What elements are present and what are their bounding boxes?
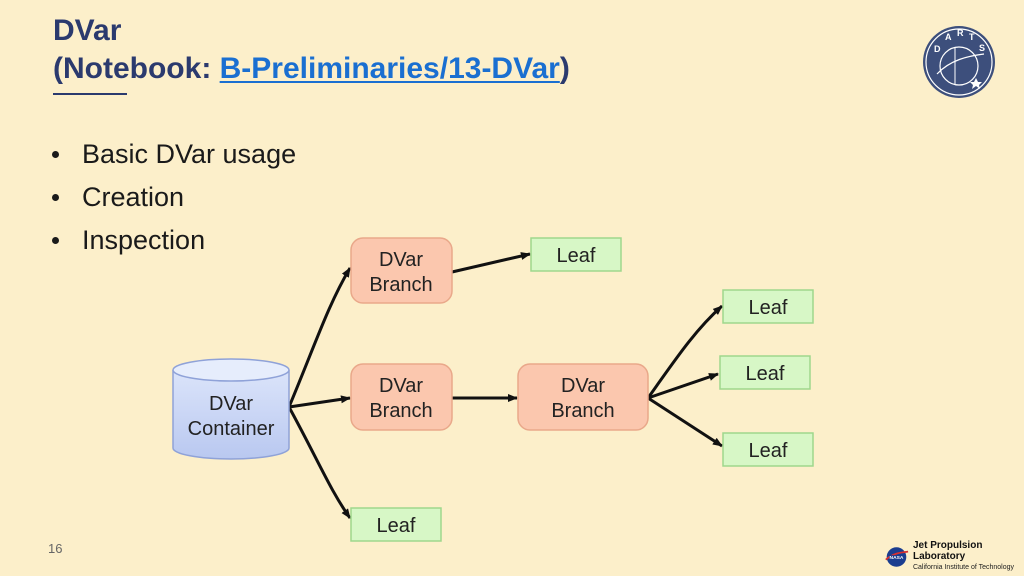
container-label-line1: DVar xyxy=(209,393,253,415)
nasa-logo-icon: NASA xyxy=(885,546,909,567)
bullet-list: Basic DVar usage Creation Inspection xyxy=(52,133,296,262)
leaf-right-1: Leaf xyxy=(722,289,814,324)
branch-label-line2: Branch xyxy=(369,274,432,296)
title-line1: DVar xyxy=(53,14,122,47)
logo-letter: D xyxy=(934,44,941,54)
dvar-branch-top: DVar Branch xyxy=(350,237,453,304)
leaf-bottom: Leaf xyxy=(350,507,442,542)
svg-text:NASA: NASA xyxy=(890,554,904,560)
arrow-branch-top-to-leaf xyxy=(451,252,531,274)
leaf-right-2: Leaf xyxy=(719,355,811,390)
branch-label-line2: Branch xyxy=(551,400,614,422)
arrow-container-to-branch-top xyxy=(287,267,352,408)
arrow-branch-to-leaf-3 xyxy=(647,396,723,448)
leaf-label: Leaf xyxy=(746,363,785,385)
leaf-label: Leaf xyxy=(377,515,416,537)
jpl-subtitle: California Institute of Technology xyxy=(912,564,1015,571)
logo-letter: T xyxy=(969,32,975,42)
bullet-item: Basic DVar usage xyxy=(52,133,296,176)
title-underline xyxy=(53,93,127,95)
bullet-dot xyxy=(52,237,59,244)
branch-label-line1: DVar xyxy=(379,375,423,397)
leaf-label: Leaf xyxy=(557,245,596,267)
leaf-right-3: Leaf xyxy=(722,432,814,467)
branch-label-line2: Branch xyxy=(369,400,432,422)
darts-logo-icon: D A R T S xyxy=(923,26,995,98)
arrows xyxy=(287,252,723,519)
leaf-label: Leaf xyxy=(749,440,788,462)
bullet-text: Creation xyxy=(82,182,185,212)
title-prefix: (Notebook: xyxy=(53,52,220,85)
arrow-container-to-leaf-bottom xyxy=(287,406,352,519)
title-suffix: ) xyxy=(559,52,570,85)
arrow-branch-to-leaf-1 xyxy=(646,304,723,399)
logo-letter: A xyxy=(945,32,952,42)
branch-label-line1: DVar xyxy=(379,249,423,271)
jpl-name: Jet Propulsion Laboratory xyxy=(912,540,983,562)
bullet-text: Inspection xyxy=(82,225,206,255)
bullet-dot xyxy=(52,151,59,158)
arrow-container-to-branch-mid xyxy=(288,395,351,409)
leaf-top: Leaf xyxy=(530,237,622,272)
slide-title: DVar (Notebook: B-Preliminaries/13-DVar) xyxy=(53,12,570,88)
title-line2: (Notebook: B-Preliminaries/13-DVar) xyxy=(53,50,570,88)
bullet-text: Basic DVar usage xyxy=(82,139,297,169)
bullet-item: Inspection xyxy=(52,219,296,262)
branch-label-line1: DVar xyxy=(561,375,605,397)
dvar-branch-mid: DVar Branch xyxy=(350,363,453,431)
container-label-line2: Container xyxy=(188,418,275,440)
bullet-item: Creation xyxy=(52,176,296,219)
jpl-text: Jet Propulsion Laboratory California Ins… xyxy=(913,540,1024,573)
dvar-branch-right: DVar Branch xyxy=(517,363,649,431)
slide-number: 16 xyxy=(48,541,63,556)
leaf-label: Leaf xyxy=(749,297,788,319)
logo-letter: S xyxy=(979,43,985,53)
logo-letter: R xyxy=(957,28,964,38)
notebook-link[interactable]: B-Preliminaries/13-DVar xyxy=(219,52,560,85)
jpl-footer: NASA Jet Propulsion Laboratory Californi… xyxy=(884,540,1024,573)
bullet-dot xyxy=(52,194,59,201)
dvar-container: DVar Container xyxy=(172,358,290,460)
arrow-branch-to-leaf-2 xyxy=(647,372,719,400)
